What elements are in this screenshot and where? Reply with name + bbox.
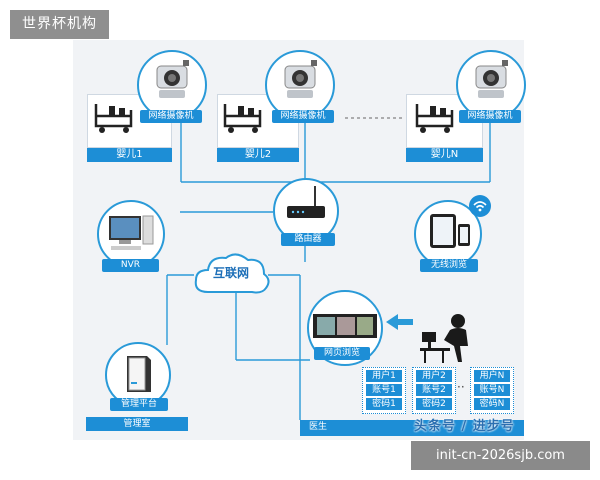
camera-label-2: 网络摄像机 <box>272 110 334 123</box>
user-at-computer-icon <box>420 314 468 363</box>
server-icon <box>127 356 151 392</box>
room-label: 管理室 <box>86 417 188 431</box>
credential-group-1: 用户1 账号1 密码1 <box>362 367 406 414</box>
footer-text: 医生 <box>309 422 328 432</box>
baby-label-1: 婴儿1 <box>87 148 172 162</box>
credential-group-2: 用户2 账号2 密码2 <box>412 367 456 414</box>
monitor-icon <box>313 314 377 338</box>
wifi-icon <box>469 195 491 217</box>
camera-label-n: 网络摄像机 <box>459 110 521 123</box>
platform-label: 管理平台 <box>110 398 168 411</box>
camera-icon <box>156 60 189 98</box>
nvr-node <box>97 200 165 268</box>
crib-icon <box>94 104 133 133</box>
url-bar: init-cn-2026sjb.com <box>411 441 590 470</box>
baby-label-n: 婴儿N <box>406 148 483 162</box>
credential-password: 密码2 <box>416 398 452 410</box>
router-icon <box>287 186 325 218</box>
camera-icon <box>475 60 508 98</box>
credential-password: 密码1 <box>366 398 402 410</box>
footer-bar <box>300 420 524 436</box>
camera-label-1: 网络摄像机 <box>140 110 202 123</box>
platform-node <box>105 342 171 408</box>
credential-user: 用户2 <box>416 370 452 382</box>
credential-password: 密码N <box>474 398 510 410</box>
ellipsis: ·· <box>457 380 465 394</box>
crib-icon <box>415 104 454 133</box>
web-label: 网页浏览 <box>314 347 370 360</box>
baby-label-2: 婴儿2 <box>217 148 299 162</box>
nvr-label: NVR <box>102 259 159 272</box>
crib-icon <box>223 104 262 133</box>
mobile-label: 无线浏览 <box>420 259 478 272</box>
credential-group-n: 用户N 账号N 密码N <box>470 367 514 414</box>
computer-icon <box>109 215 154 250</box>
credential-user: 用户N <box>474 370 510 382</box>
watermark-text: 头条号 / 进步号 <box>414 419 515 434</box>
internet-label: 互联网 <box>212 266 249 280</box>
router-label: 路由器 <box>281 233 335 246</box>
credential-user: 用户1 <box>366 370 402 382</box>
credential-account: 账号2 <box>416 384 452 396</box>
credential-account: 账号1 <box>366 384 402 396</box>
camera-icon <box>284 60 317 98</box>
tablet-icon <box>430 214 470 248</box>
site-tag: 世界杯机构 <box>10 10 109 39</box>
camera-node-2 <box>265 50 335 120</box>
camera-node-1 <box>137 50 207 120</box>
credential-account: 账号N <box>474 384 510 396</box>
cloud-icon <box>194 253 270 294</box>
arrow-icon <box>386 314 413 330</box>
camera-node-n <box>456 50 526 120</box>
